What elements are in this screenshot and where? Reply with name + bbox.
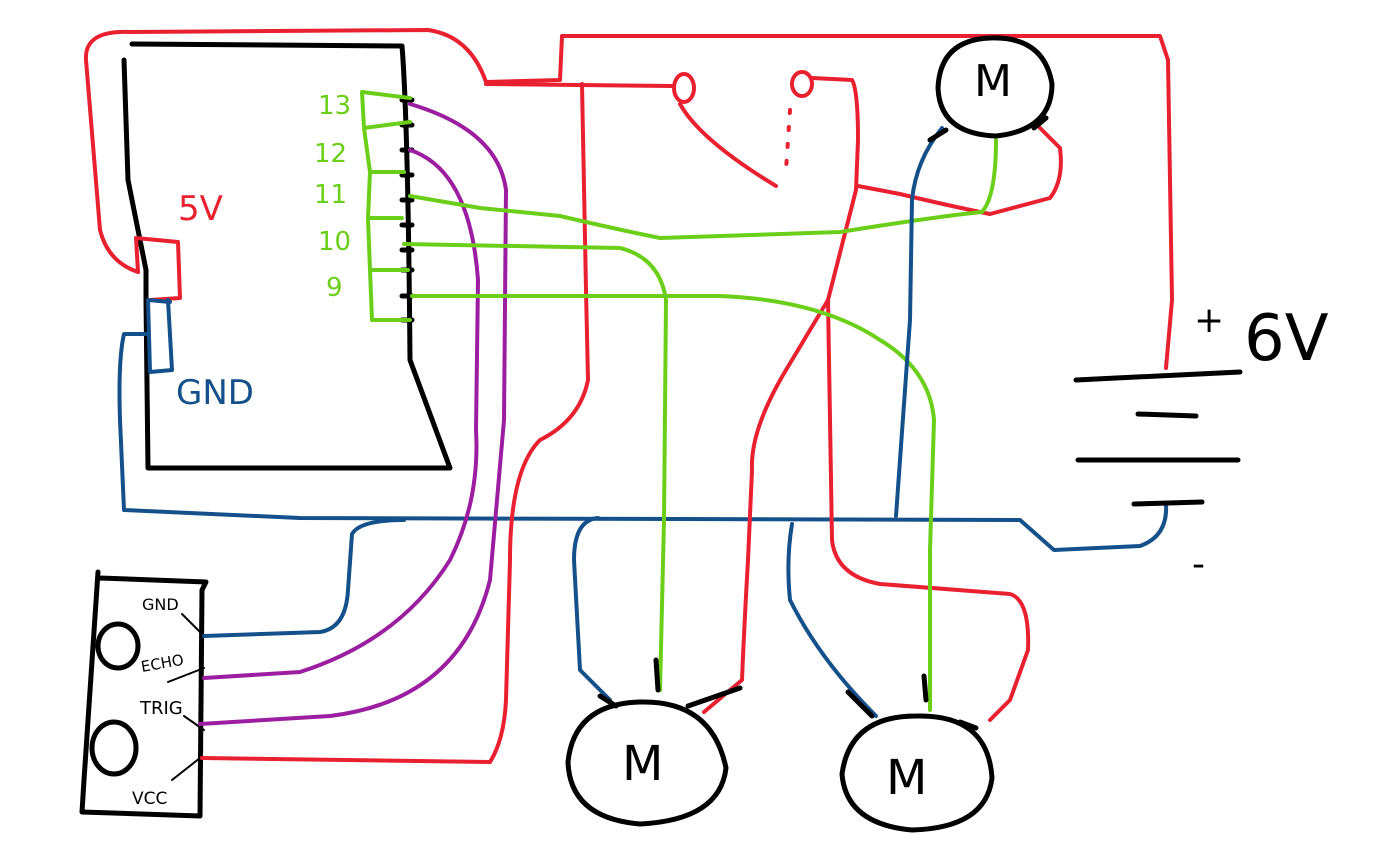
wire-pin10 — [402, 242, 668, 692]
motor-top: M — [927, 35, 1055, 143]
battery-voltage-label: 6V — [1244, 302, 1329, 376]
sensor-transducer-top — [95, 621, 141, 671]
switch-dotted-arc — [784, 108, 792, 172]
switch-terminal-right — [790, 70, 814, 98]
switch-terminal-left — [672, 72, 696, 104]
battery-plus-label: + — [1194, 300, 1224, 341]
sensor-label-trig: TRIG — [139, 698, 183, 719]
pin-label-10: 10 — [318, 227, 351, 257]
battery-6v: + 6V - — [1073, 300, 1329, 585]
sensor-label-vcc: VCC — [132, 789, 167, 809]
wire-gnd-board — [117, 298, 1169, 552]
pin-label-11: 11 — [314, 180, 347, 210]
motor-bottom-left-body — [565, 699, 729, 827]
wire-motor-right-gnd — [786, 522, 878, 718]
motor-bottom-right-body — [839, 713, 995, 833]
sensor-leader-lines — [167, 613, 205, 781]
wire-switch-left — [484, 82, 778, 188]
wire-motor-top-pos — [856, 126, 1063, 216]
motor-bottom-left-lead — [597, 657, 743, 709]
pin-label-9: 9 — [326, 273, 343, 303]
wire-motor-left-pos — [702, 298, 830, 714]
battery-plate-1 — [1073, 369, 1243, 383]
arduino-board-outline — [121, 41, 453, 471]
wire-sensor-gnd — [202, 518, 406, 638]
pin-bracket — [360, 90, 412, 322]
wire-sensor-trig — [198, 102, 508, 726]
wire-5v-top — [83, 28, 1174, 370]
motor-bottom-right-label: M — [886, 750, 927, 806]
wire-sensor-echo — [202, 148, 480, 680]
wire-pin9 — [410, 294, 936, 712]
ultrasonic-sensor-outline — [79, 569, 209, 819]
wire-pin11 — [408, 138, 998, 240]
sensor-label-gnd: GND — [142, 595, 179, 614]
wire-sensor-vcc — [200, 82, 590, 764]
wire-5v-loop — [134, 236, 182, 302]
motor-bottom-right-lead — [845, 673, 979, 731]
pin-label-13: 13 — [318, 91, 351, 121]
battery-plate-2 — [1135, 411, 1199, 419]
wire-switch-right — [810, 76, 1031, 722]
motor-bottom-left: M — [565, 657, 743, 827]
motor-bottom-left-label: M — [622, 736, 663, 792]
sensor-label-echo: ECHO — [140, 651, 186, 676]
label-gnd: GND — [176, 373, 254, 413]
motor-top-lead — [927, 115, 1049, 143]
battery-minus-label: - — [1192, 544, 1205, 585]
wire-motor-left-gnd — [572, 516, 612, 702]
battery-plate-4 — [1131, 499, 1205, 507]
wire-motor-top-gnd — [894, 126, 944, 518]
motor-bottom-right: M — [839, 673, 995, 833]
motor-top-label: M — [974, 56, 1012, 107]
label-5v: 5V — [178, 189, 223, 229]
motor-top-body — [935, 35, 1055, 139]
sensor-transducer-bottom — [89, 719, 139, 777]
pin-label-12: 12 — [314, 139, 347, 169]
